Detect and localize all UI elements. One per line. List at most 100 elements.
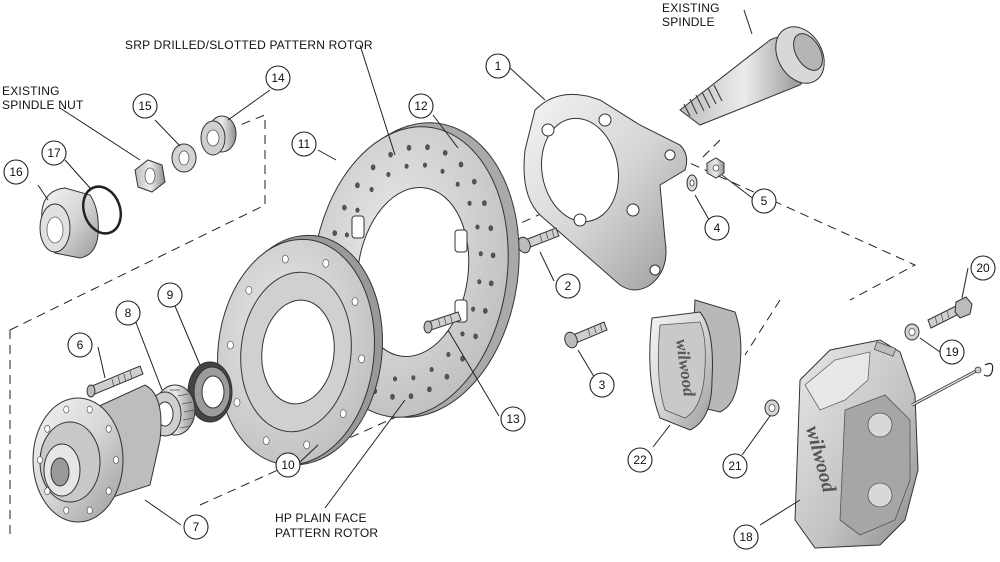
svg-text:9: 9 <box>167 288 174 302</box>
washer-19 <box>904 323 920 341</box>
hole-mark <box>388 151 393 158</box>
hole-mark <box>473 333 478 340</box>
svg-text:7: 7 <box>193 520 200 534</box>
svg-text:13: 13 <box>506 412 520 426</box>
washer-21 <box>764 399 780 417</box>
svg-text:4: 4 <box>714 221 721 235</box>
hole-mark <box>458 161 464 168</box>
hole-mark <box>86 405 93 414</box>
existing-spindle-label-line2: SPINDLE <box>662 15 715 29</box>
hole-mark <box>63 506 70 515</box>
assembly-centerlines <box>9 114 917 535</box>
svg-text:22: 22 <box>633 453 647 467</box>
callout-20: 20 <box>970 255 996 281</box>
hole-mark <box>369 187 374 193</box>
hole-mark <box>342 204 347 211</box>
hole-mark <box>392 376 397 382</box>
svg-text:2: 2 <box>565 279 572 293</box>
hub-bolt-holes <box>37 405 119 515</box>
svg-text:1: 1 <box>495 59 502 73</box>
hole-mark <box>471 178 477 185</box>
washer-15 <box>171 143 197 173</box>
svg-text:21: 21 <box>728 459 742 473</box>
hole-mark <box>44 487 51 496</box>
hole-mark <box>446 351 451 357</box>
o-ring-17 <box>81 185 123 235</box>
svg-text:3: 3 <box>599 378 606 392</box>
callout-8: 8 <box>115 300 141 326</box>
hole-mark <box>44 424 51 433</box>
svg-text:16: 16 <box>9 165 23 179</box>
hole-mark <box>105 487 112 496</box>
callout-7: 7 <box>183 514 209 540</box>
spindle-nut-label-line1: EXISTING <box>2 84 60 98</box>
callout-21: 21 <box>722 453 748 479</box>
hole-mark <box>390 393 395 400</box>
hole-mark <box>227 340 234 350</box>
svg-text:6: 6 <box>77 338 84 352</box>
hole-mark <box>406 144 412 151</box>
svg-text:17: 17 <box>47 146 61 160</box>
callout-22: 22 <box>627 447 653 473</box>
hole-mark <box>411 375 416 381</box>
callout-13: 13 <box>500 406 526 432</box>
spindle-nut-label-line2: SPINDLE NUT <box>2 98 84 112</box>
hole-mark <box>358 354 365 364</box>
spindle-nut <box>134 159 166 193</box>
hole-mark <box>113 456 119 464</box>
callout-12: 12 <box>408 93 434 119</box>
hole-mark <box>482 200 487 206</box>
svg-text:15: 15 <box>138 99 152 113</box>
hub-7 <box>32 384 162 523</box>
svg-text:19: 19 <box>945 345 959 359</box>
hole-mark <box>355 207 360 213</box>
callout-10: 10 <box>275 452 301 478</box>
existing-spindle-label-line1: EXISTING <box>662 1 720 15</box>
callout-5: 5 <box>751 188 777 214</box>
hole-mark <box>488 225 494 231</box>
svg-text:8: 8 <box>125 306 132 320</box>
callout-18: 18 <box>733 524 759 550</box>
washer-4 <box>686 174 698 192</box>
hole-mark <box>332 230 338 236</box>
bolt-2 <box>517 227 560 254</box>
svg-text:11: 11 <box>298 137 311 151</box>
hole-mark <box>490 252 496 259</box>
wheel-stud-13 <box>423 311 462 334</box>
hole-mark <box>408 393 414 400</box>
hp-plain-face-rotor <box>217 234 383 466</box>
srp-rotor-label: SRP DRILLED/SLOTTED PATTERN ROTOR <box>125 38 373 52</box>
hole-mark <box>475 224 480 230</box>
svg-text:14: 14 <box>271 71 285 85</box>
hole-mark <box>444 373 450 380</box>
svg-text:10: 10 <box>281 458 295 472</box>
hole-mark <box>322 258 330 268</box>
pad-retaining-pin <box>911 362 994 407</box>
hole-mark <box>429 366 434 372</box>
hole-mark <box>355 182 360 189</box>
callout-16: 16 <box>3 159 29 185</box>
svg-text:20: 20 <box>976 261 990 275</box>
hole-mark <box>233 398 241 407</box>
hole-mark <box>488 280 494 287</box>
hp-rotor-label-line2: PATTERN ROTOR <box>275 526 378 540</box>
hole-mark <box>386 172 391 178</box>
hole-mark <box>281 254 289 264</box>
hole-mark <box>427 386 432 393</box>
svg-text:18: 18 <box>739 530 753 544</box>
callout-9: 9 <box>157 282 183 308</box>
outer-bearing-14 <box>200 115 237 156</box>
hp-rotor-bolt-holes <box>227 254 365 450</box>
hole-mark <box>105 424 112 433</box>
grease-seal-9 <box>187 361 233 423</box>
brake-pads-22: wilwood <box>649 299 742 431</box>
hole-mark <box>339 409 347 419</box>
hole-mark <box>477 279 482 285</box>
mounting-bracket <box>523 93 688 291</box>
nut-5 <box>706 157 725 179</box>
hole-mark <box>455 181 460 187</box>
hole-mark <box>37 456 43 464</box>
hole-mark <box>440 168 445 174</box>
